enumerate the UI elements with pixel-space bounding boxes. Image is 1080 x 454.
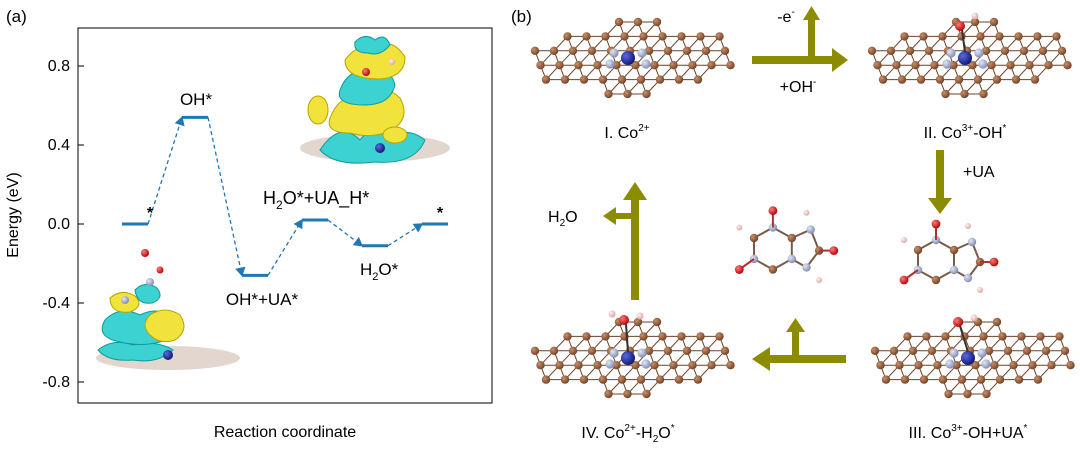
y-tick-label: -0.4 (42, 295, 70, 312)
structure-state-2 (867, 12, 1072, 99)
label-plus-oh: +OH- (780, 77, 817, 96)
energy-diagram-panel: (a) Energy (eV) Reaction coordinate -0.8… (5, 7, 493, 441)
y-tick-label: 0.4 (48, 137, 70, 154)
state-4-pre: IV. Co (581, 425, 624, 442)
level-label-oh-ua: OH*+UA* (226, 290, 299, 309)
plot-frame (77, 27, 493, 404)
state-2-sup2: * (1003, 123, 1007, 134)
energy-connector-3 (327, 219, 364, 247)
level-label-h2o-pre: H (360, 260, 372, 279)
state-4-post: O (658, 425, 670, 442)
level-label-h2o-ua-h-main: O*+UA_H* (283, 188, 370, 209)
state-3-label: III. Co3+-OH+UA* (909, 423, 1028, 442)
level-label-h2o: H2O* (360, 260, 399, 283)
label-minus-electron: -e- (777, 7, 795, 26)
label-minus-electron-sup: - (791, 7, 794, 18)
label-h2o-pre: H (548, 209, 560, 226)
state-2-post: -OH (973, 125, 1002, 142)
level-label-h2o-ua-h-sub: 2 (276, 198, 283, 212)
state-2-label: II. Co3+-OH* (924, 123, 1007, 142)
y-axis-label: Energy (eV) (5, 172, 22, 257)
energy-levels (122, 115, 448, 277)
structure-uric-acid (734, 206, 839, 283)
state-3-pre: III. Co (909, 425, 952, 442)
state-4-sup: 2+ (624, 423, 636, 434)
state-4-label: IV. Co2+-H2O* (581, 423, 674, 445)
structure-state-1 (530, 17, 735, 99)
label-plus-oh-text: +OH (780, 79, 813, 96)
panel-a-label: (a) (6, 7, 27, 26)
level-label-end: * (437, 205, 444, 222)
energy-connector-2 (267, 218, 303, 276)
y-tick-label: 0.8 (48, 58, 70, 75)
label-plus-oh-sup: - (813, 77, 816, 88)
level-connectors (147, 116, 424, 277)
label-h2o-sub: 2 (560, 218, 566, 229)
arrow-ua-release (752, 318, 846, 371)
level-label-h2o-main: O* (378, 260, 398, 279)
label-h2o-post: O (565, 209, 577, 226)
mechanism-panel: (b) I. Co2+ II. Co3+-OH* III. Co3+-OH+UA… (511, 6, 1075, 445)
state-1-text: I. Co (604, 125, 638, 142)
structure-state-3 (870, 219, 1075, 399)
label-minus-electron-text: -e (777, 9, 791, 26)
state-2-pre: II. Co (924, 125, 962, 142)
panel-b-label: (b) (511, 7, 532, 26)
arrow-ua-adsorption (928, 150, 952, 214)
y-tick-label: 0.0 (48, 216, 70, 233)
state-3-sup: 3+ (951, 423, 963, 434)
label-plus-ua: +UA (963, 164, 995, 181)
energy-connector-0 (147, 116, 185, 225)
charge-density-inset-bottom (96, 249, 240, 370)
y-ticks: -0.8 -0.4 0.0 0.4 0.8 (42, 58, 84, 391)
x-axis-label: Reaction coordinate (214, 424, 356, 441)
energy-connector-4 (387, 223, 424, 247)
state-1-label: I. Co2+ (604, 123, 649, 142)
state-1-sup: 2+ (638, 123, 650, 134)
level-label-h2o-ua-h-pre: H (263, 188, 276, 208)
state-3-sup2: * (1024, 423, 1028, 434)
state-3-post: -OH+UA (963, 425, 1024, 442)
state-2-sup: 3+ (962, 123, 974, 134)
y-tick-label: -0.8 (42, 374, 70, 391)
state-4-sub: 2 (653, 434, 659, 445)
charge-density-inset-top (300, 36, 450, 164)
arrow-oxidation (752, 6, 848, 72)
state-4-mid: -H (636, 425, 653, 442)
level-label-h2o-sub: 2 (372, 271, 378, 283)
state-4-sup2: * (671, 423, 675, 434)
energy-connector-1 (207, 117, 246, 277)
arrow-water-release (603, 182, 647, 300)
label-h2o-release: H2O (548, 209, 578, 229)
structure-state-4 (530, 310, 735, 399)
level-label-start: * (147, 205, 154, 222)
level-label-h2o-ua-h: H2O*+UA_H* (263, 188, 369, 212)
level-label-oh: OH* (180, 90, 213, 109)
